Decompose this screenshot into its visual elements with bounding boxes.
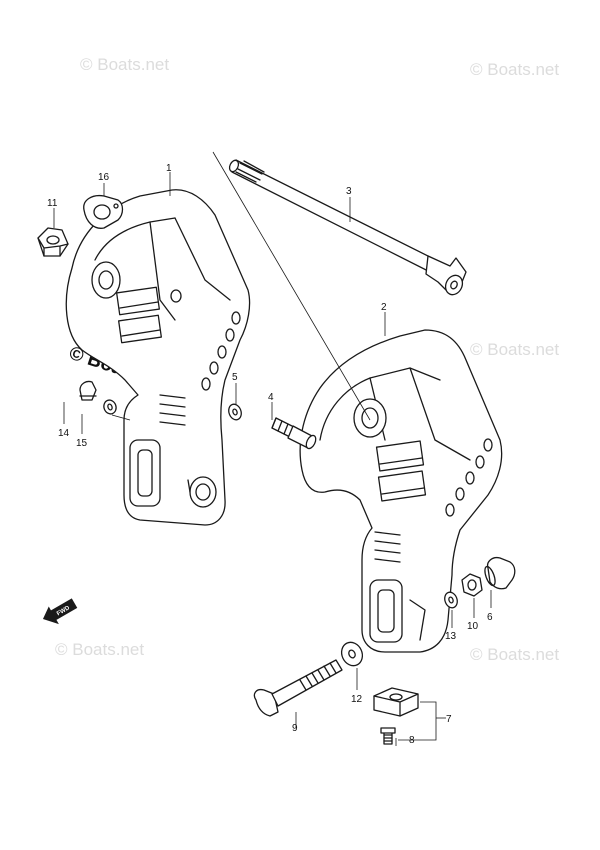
long-bolt-9 (253, 659, 343, 717)
callout-3: 3 (346, 186, 352, 197)
stud-bolt (271, 417, 317, 450)
callout-7: 7 (446, 714, 452, 725)
callout-2: 2 (381, 302, 387, 313)
callout-11: 11 (47, 198, 58, 209)
small-bolt-8 (380, 727, 396, 745)
nut-11 (37, 227, 69, 257)
nut-10 (461, 573, 483, 597)
fwd-arrow-icon: FWD (42, 598, 78, 625)
washer-13-hole (448, 596, 454, 604)
washer-5 (228, 403, 242, 421)
watermark-bottom-left: © Boats.net (55, 640, 144, 659)
washer-5-hole (232, 408, 238, 416)
callout-13: 13 (445, 631, 457, 642)
leader-lines (53, 172, 492, 746)
watermark-bottom-right: © Boats.net (470, 645, 559, 664)
callout-5: 5 (232, 372, 238, 383)
callout-16: 16 (98, 172, 110, 183)
slide-block-7 (373, 687, 419, 717)
cap-6 (484, 556, 516, 590)
callout-labels: 1 2 3 4 5 6 7 8 9 10 11 12 13 14 15 16 (47, 163, 493, 746)
washer-12-hole (348, 649, 356, 659)
gasket-plate-16 (83, 194, 124, 229)
cap-nut-14 (79, 380, 97, 401)
clamp-bracket-left (65, 189, 251, 526)
callout-9: 9 (292, 723, 298, 734)
callout-12: 12 (351, 694, 363, 705)
washer-13 (444, 591, 458, 609)
callout-6: 6 (487, 612, 493, 623)
callout-15: 15 (76, 438, 88, 449)
callout-10: 10 (467, 621, 479, 632)
washer-15 (103, 399, 117, 415)
watermark-mid-right: © Boats.net (470, 340, 559, 359)
callout-4: 4 (268, 392, 274, 403)
callout-1: 1 (166, 163, 172, 174)
tilt-shaft (212, 151, 467, 421)
washer-12 (340, 641, 364, 667)
watermark-top-left: © Boats.net (80, 55, 169, 74)
watermark-top-right: © Boats.net (470, 60, 559, 79)
callout-8: 8 (409, 735, 415, 746)
washer-15-hole (107, 403, 113, 411)
clamp-bracket-right (299, 329, 503, 653)
callout-14: 14 (58, 428, 70, 439)
